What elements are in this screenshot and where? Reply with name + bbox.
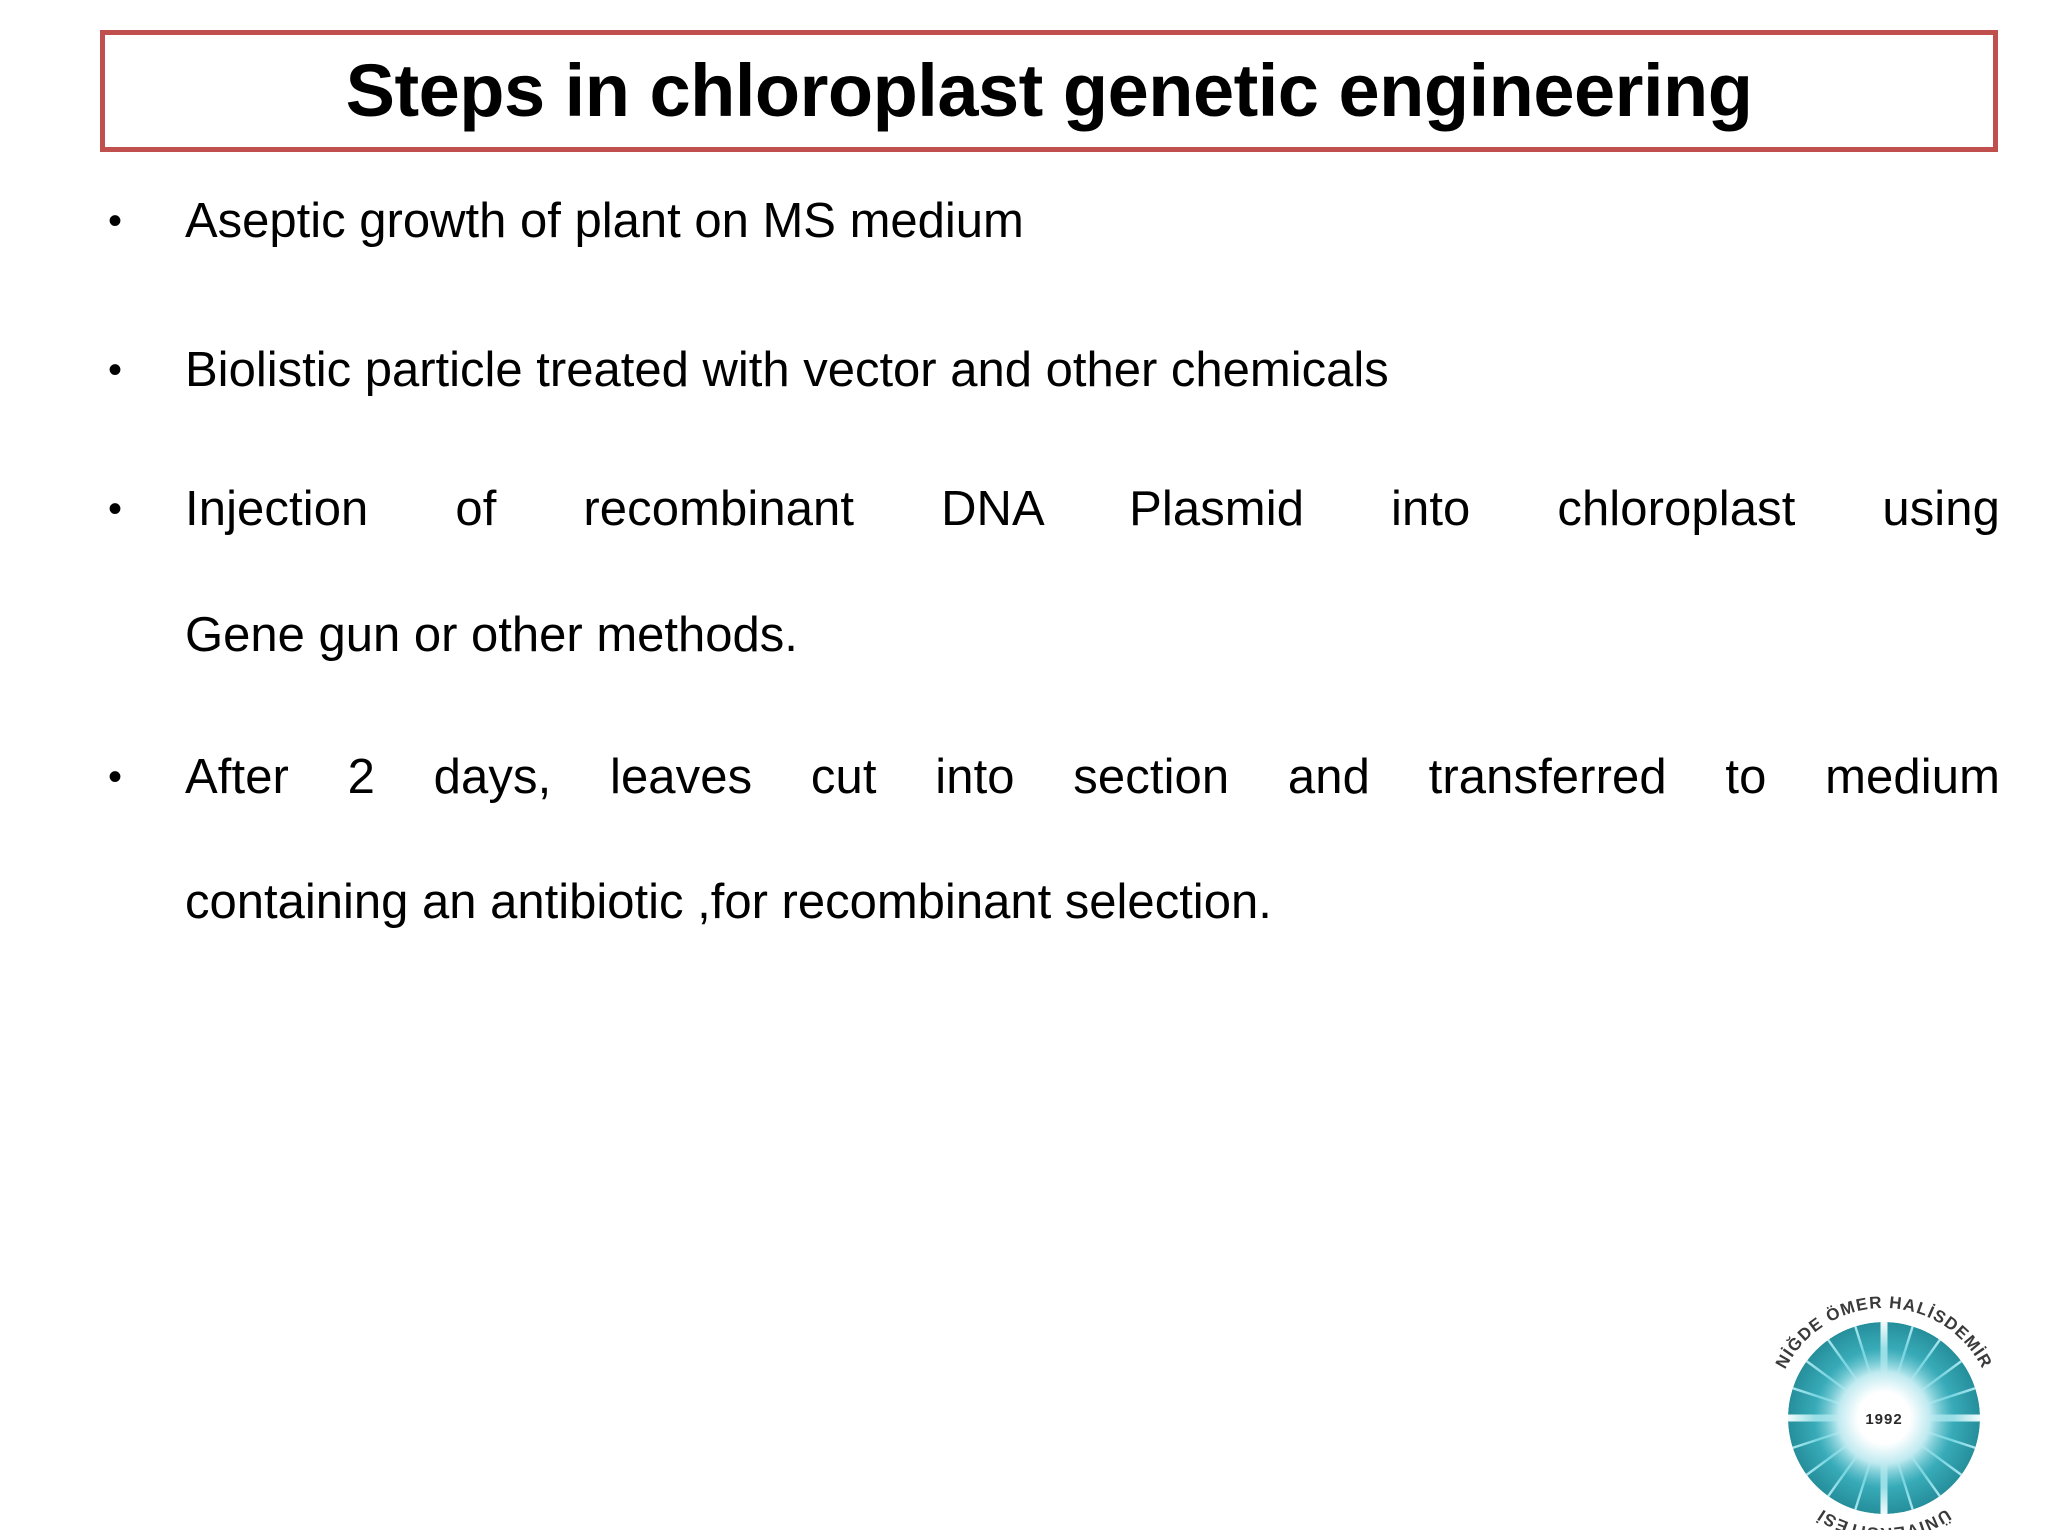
bullet-text-aseptic-growth: Aseptic growth of plant on MS medium	[185, 190, 2000, 254]
logo-sunburst-disk	[1788, 1322, 1980, 1514]
list-item: • Injection of recombinant DNA Plasmid i…	[100, 478, 2000, 667]
title-box: Steps in chloroplast genetic engineering	[100, 30, 1998, 152]
bullet-text-after-2-days: After 2 days, leaves cut into section an…	[185, 746, 2000, 935]
bullet-point-icon: •	[108, 347, 123, 392]
university-logo: 1992 NİĞDE ÖMER HALİSDEMİR ÜNİVERSİTESİ	[1748, 1278, 2020, 1530]
list-item: • After 2 days, leaves cut into section …	[100, 746, 2000, 935]
logo-year: 1992	[1865, 1411, 1902, 1428]
page-title: Steps in chloroplast genetic engineering	[345, 49, 1753, 133]
bullet-point-icon: •	[108, 754, 123, 799]
bullet-text-biolistic-particle: Biolistic particle treated with vector a…	[185, 339, 2000, 403]
bullet-list: • Aseptic growth of plant on MS medium •…	[100, 190, 2000, 935]
bullet-text-injection-recombinant-dna: Injection of recombinant DNA Plasmid int…	[185, 478, 2000, 667]
bullet-line: After 2 days, leaves cut into section an…	[185, 749, 2000, 804]
bullet-line: containing an antibiotic ,for recombinan…	[185, 875, 1272, 930]
bullet-point-icon: •	[108, 199, 123, 243]
bullet-point-icon: •	[108, 487, 123, 532]
bullet-line: Injection of recombinant DNA Plasmid int…	[185, 482, 2000, 537]
bullet-line: Gene gun or other methods.	[185, 608, 798, 663]
bullet-line: Aseptic growth of plant on MS medium	[185, 194, 1024, 248]
bullet-line: Biolistic particle treated with vector a…	[185, 342, 1389, 397]
list-item: • Biolistic particle treated with vector…	[100, 339, 2000, 403]
list-item: • Aseptic growth of plant on MS medium	[100, 190, 2000, 254]
